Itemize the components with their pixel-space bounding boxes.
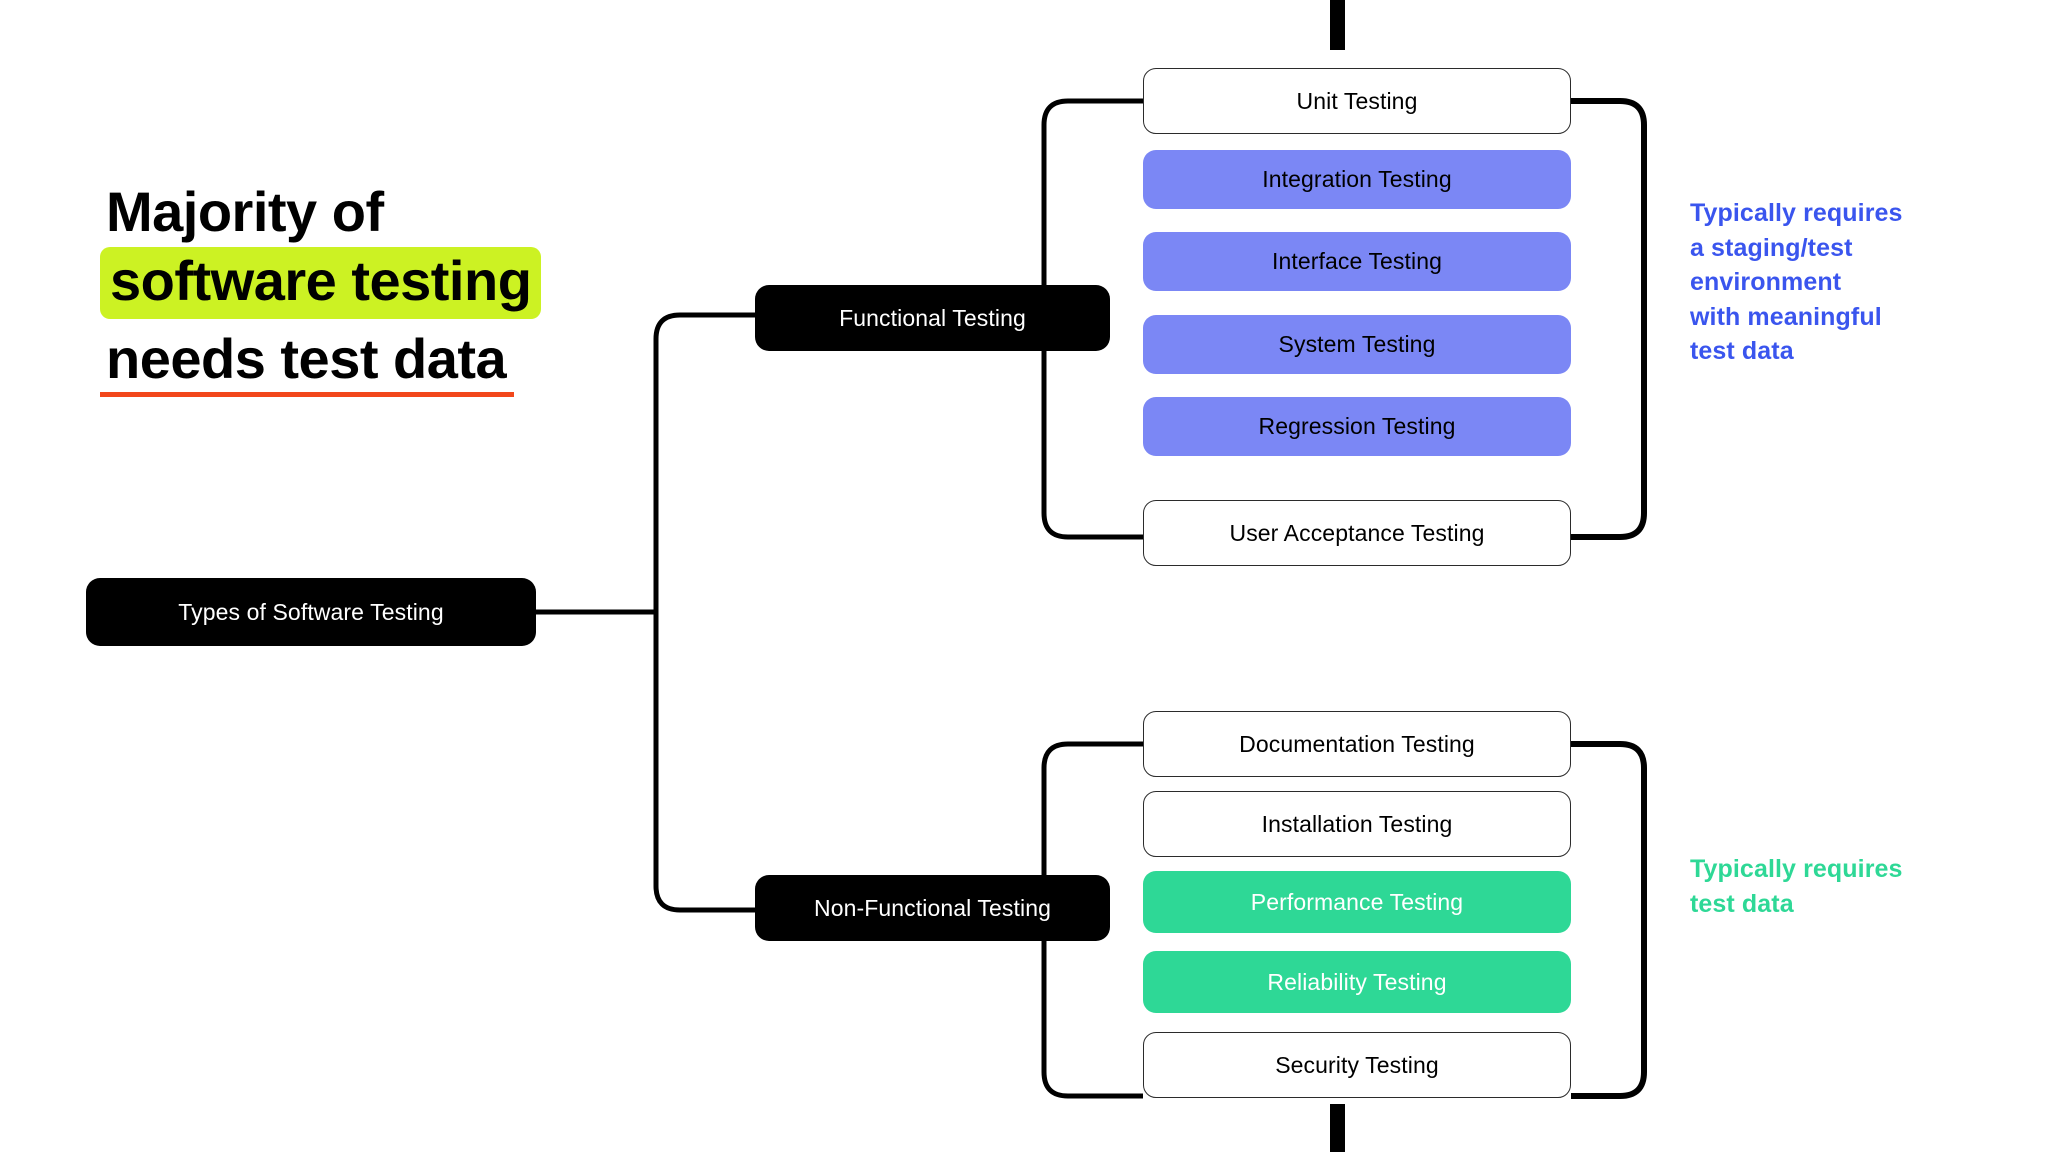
leaf-installation-testing[interactable]: Installation Testing (1143, 791, 1571, 857)
leaf-reliability-testing[interactable]: Reliability Testing (1143, 951, 1571, 1013)
leaf-security-testing[interactable]: Security Testing (1143, 1032, 1571, 1098)
leaf-performance-testing[interactable]: Performance Testing (1143, 871, 1571, 933)
leaf-user-acceptance-testing[interactable]: User Acceptance Testing (1143, 500, 1571, 566)
leaf-unit-testing[interactable]: Unit Testing (1143, 68, 1571, 134)
root-node-types-of-software-testing[interactable]: Types of Software Testing (86, 578, 536, 646)
annotation-non-functional-testing: Typically requires test data (1690, 855, 1903, 918)
leaf-documentation-testing[interactable]: Documentation Testing (1143, 711, 1571, 777)
page-title: Majority of software testing needs test … (100, 180, 740, 397)
branch-node-functional-testing[interactable]: Functional Testing (755, 285, 1110, 351)
leaf-system-testing[interactable]: System Testing (1143, 315, 1571, 374)
heading-line-2-highlighted: software testing (100, 247, 542, 319)
heading-line-3-underlined: needs test data (100, 323, 515, 397)
bottom-connector-stub (1330, 1104, 1345, 1152)
annotation-functional-testing: Typically requires a staging/test enviro… (1690, 199, 1903, 365)
heading-line-1: Majority of (106, 180, 384, 243)
leaf-integration-testing[interactable]: Integration Testing (1143, 150, 1571, 209)
leaf-regression-testing[interactable]: Regression Testing (1143, 397, 1571, 456)
leaf-interface-testing[interactable]: Interface Testing (1143, 232, 1571, 291)
top-connector-stub (1330, 0, 1345, 50)
branch-node-non-functional-testing[interactable]: Non-Functional Testing (755, 875, 1110, 941)
